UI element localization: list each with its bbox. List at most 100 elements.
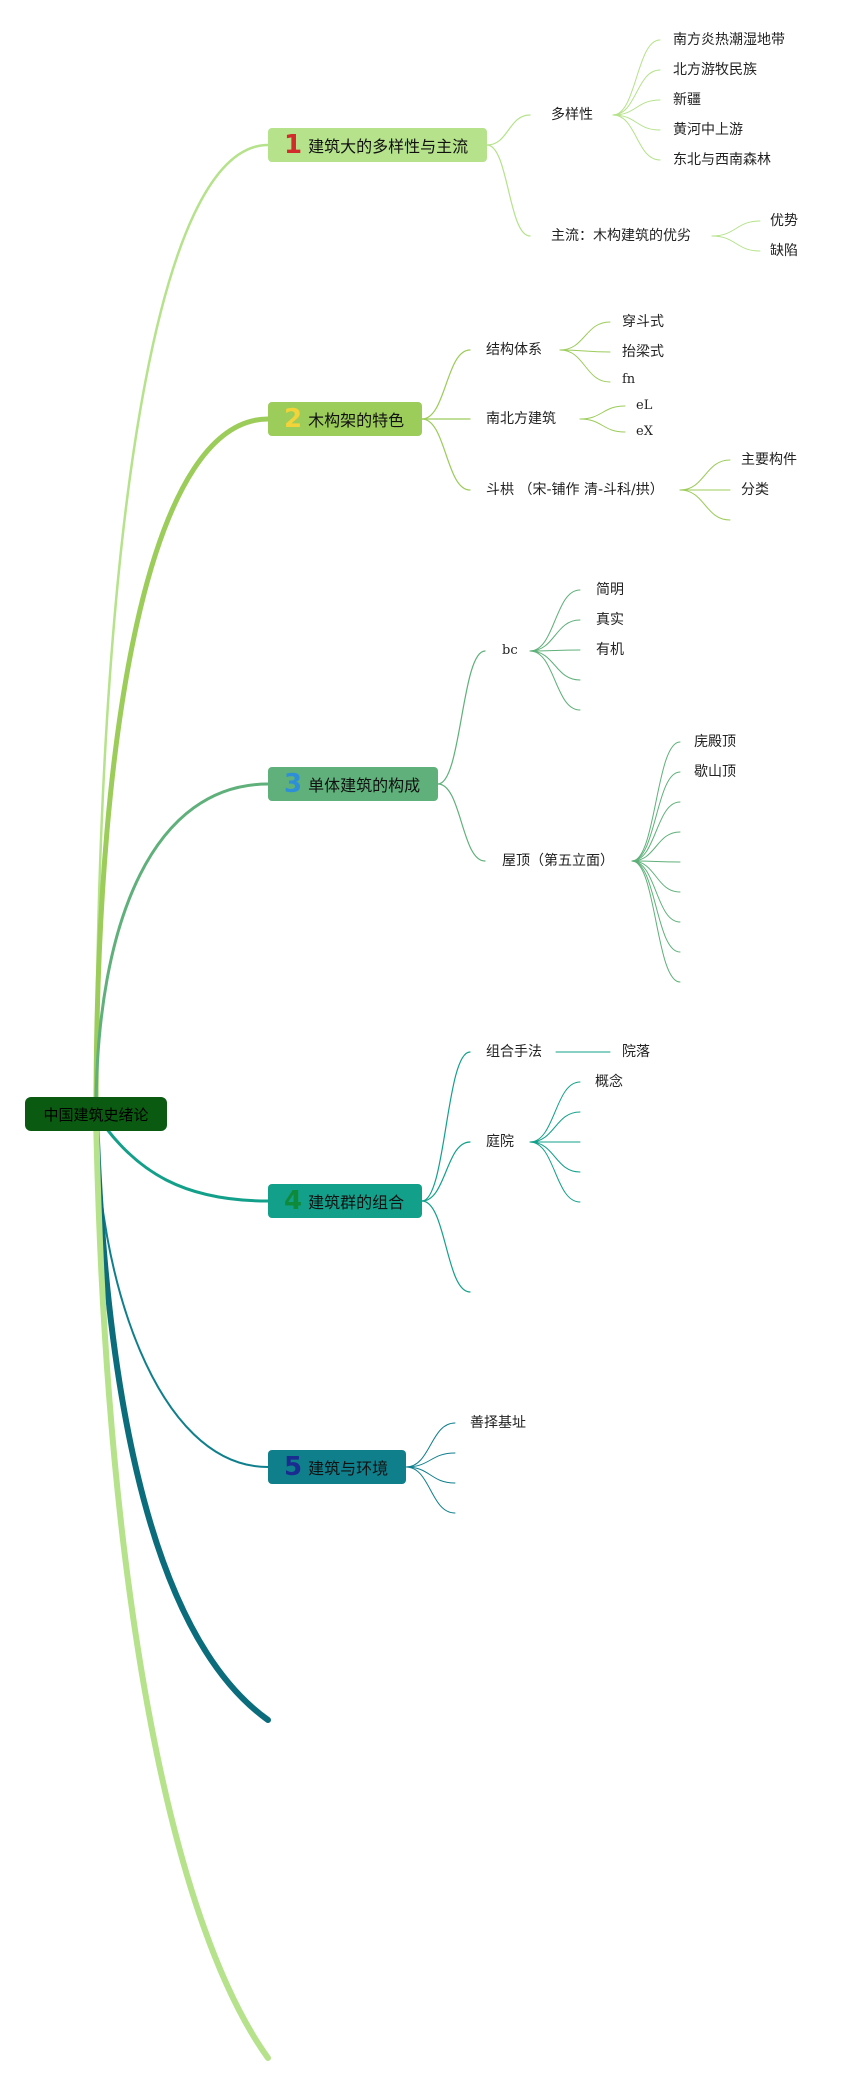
leaf-defects[interactable]: 缺陷 <box>770 243 798 259</box>
connector-line <box>437 650 486 785</box>
leaf-organic[interactable]: 有机 <box>596 642 624 658</box>
leaf-concise[interactable]: 简明 <box>596 582 624 598</box>
connector-line <box>559 321 611 351</box>
connector-line <box>579 405 626 420</box>
topic-label: 建筑大的多样性与主流 <box>308 137 469 156</box>
subtopic-site-selection[interactable]: 善择基址 <box>470 1415 526 1431</box>
connector-line <box>529 1141 581 1203</box>
connector-line <box>94 143 270 1116</box>
connector-line <box>612 114 661 161</box>
topic-number: 3 <box>284 769 303 799</box>
connector-line <box>421 418 471 491</box>
connector-line <box>405 1466 456 1484</box>
leaf-northeast-southwest[interactable]: 东北与西南森林 <box>673 152 771 168</box>
leaf-xinjiang[interactable]: 新疆 <box>673 92 701 108</box>
topic-label: 单体建筑的构成 <box>308 776 421 795</box>
connector-line <box>529 649 581 652</box>
connector-line <box>529 650 581 681</box>
connector-line <box>437 783 486 862</box>
connector-line <box>631 860 681 953</box>
connector-line <box>631 741 681 862</box>
topic-number: 4 <box>284 1186 303 1216</box>
leaf-chuandou[interactable]: 穿斗式 <box>622 314 664 330</box>
connector-line <box>486 114 531 146</box>
connector-line <box>612 69 661 116</box>
connector-line <box>612 99 661 116</box>
connector-line <box>559 349 611 353</box>
topic-single-building[interactable]: 3 单体建筑的构成 <box>268 767 438 801</box>
leaf-authentic[interactable]: 真实 <box>596 612 624 628</box>
connector-line <box>631 860 681 863</box>
connector-line <box>94 1112 270 1203</box>
connector-line <box>631 860 681 893</box>
connector-line <box>94 782 270 1116</box>
connector-line <box>579 418 626 433</box>
leaf-north-nomadic[interactable]: 北方游牧民族 <box>673 62 757 78</box>
connector-line <box>405 1422 456 1468</box>
topic-number: 2 <box>284 404 303 434</box>
connector-line <box>631 860 681 923</box>
connector-line <box>529 1141 581 1173</box>
leaf-el[interactable]: eL <box>636 398 653 413</box>
connector-line <box>405 1452 456 1468</box>
connector-line <box>529 589 581 652</box>
leaf-ex[interactable]: eX <box>636 424 653 439</box>
connector-line <box>529 619 581 652</box>
connector-line <box>612 39 661 116</box>
connector-line <box>679 459 731 491</box>
connector-line <box>405 1466 456 1514</box>
subtopic-diversity[interactable]: 多样性 <box>551 107 593 123</box>
connector-line <box>559 349 611 383</box>
connector-line <box>631 860 681 983</box>
topic-environment[interactable]: 5 建筑与环境 <box>268 1450 406 1484</box>
leaf-hip-roof[interactable]: 庑殿顶 <box>694 734 736 750</box>
topic-number: 1 <box>284 130 303 160</box>
connector-line <box>631 831 681 862</box>
subtopic-dougong[interactable]: 斗栱 （宋-铺作 清-斗科/拱） <box>486 482 664 498</box>
subtopic-mainstream[interactable]: 主流：木构建筑的优劣 <box>551 228 691 244</box>
leaf-advantages[interactable]: 优势 <box>770 213 798 229</box>
connector-line <box>529 1111 581 1143</box>
subtopic-structure-system[interactable]: 结构体系 <box>486 342 542 358</box>
topic-label: 建筑与环境 <box>308 1459 389 1478</box>
connector-line <box>529 650 581 711</box>
topic-number: 5 <box>284 1452 303 1482</box>
connector-line <box>421 1200 471 1293</box>
leaf-concept[interactable]: 概念 <box>595 1074 623 1090</box>
connector-line <box>529 1081 581 1143</box>
connector-line <box>711 235 761 252</box>
connector-line <box>93 1111 271 1723</box>
subtopic-bc[interactable]: bc <box>502 643 518 658</box>
leaf-fn[interactable]: fn <box>622 372 636 387</box>
connector-line <box>631 771 681 862</box>
subtopic-roof[interactable]: 屋顶（第五立面） <box>502 853 614 869</box>
connector-line <box>93 416 271 1117</box>
leaf-compound[interactable]: 院落 <box>622 1044 650 1060</box>
root-topic[interactable]: 中国建筑史绪论 <box>25 1097 167 1131</box>
leaf-main-components[interactable]: 主要构件 <box>741 452 797 468</box>
topic-label: 木构架的特色 <box>308 411 405 430</box>
connector-line <box>612 114 661 131</box>
leaf-gable-hip-roof[interactable]: 歇山顶 <box>694 764 736 780</box>
subtopic-composition-method[interactable]: 组合手法 <box>486 1044 542 1060</box>
subtopic-courtyard[interactable]: 庭院 <box>486 1134 514 1150</box>
subtopic-north-south[interactable]: 南北方建筑 <box>486 411 556 427</box>
connector-line <box>93 1111 271 2061</box>
leaf-tailiang[interactable]: 抬梁式 <box>622 344 664 360</box>
leaf-classification[interactable]: 分类 <box>741 482 769 498</box>
leaf-south-humid[interactable]: 南方炎热潮湿地带 <box>673 32 785 48</box>
leaf-yellow-river[interactable]: 黄河中上游 <box>673 122 743 138</box>
topic-label: 建筑群的组合 <box>308 1193 405 1212</box>
connector-line <box>711 220 761 237</box>
connector-line <box>421 349 471 420</box>
connector-line <box>421 1141 471 1202</box>
connector-line <box>421 1051 471 1202</box>
topic-timber-frame[interactable]: 2 木构架的特色 <box>268 402 422 436</box>
connector-line <box>631 801 681 862</box>
topic-building-groups[interactable]: 4 建筑群的组合 <box>268 1184 422 1218</box>
connector-line <box>486 144 531 237</box>
connector-line <box>679 489 731 521</box>
topic-diversity-mainstream[interactable]: 1 建筑大的多样性与主流 <box>268 128 487 162</box>
